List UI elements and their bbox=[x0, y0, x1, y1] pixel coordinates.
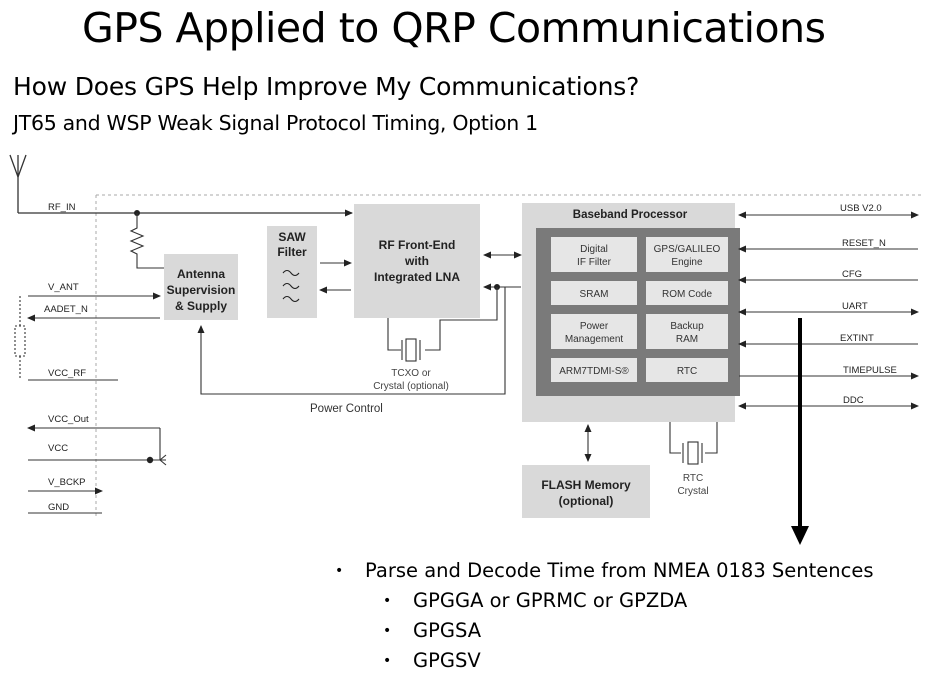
backup-ram-label-1: Backup bbox=[670, 321, 704, 332]
digital-if-filter-block bbox=[551, 237, 637, 272]
rtc-block bbox=[646, 358, 728, 382]
rtc-crystal-symbol bbox=[669, 422, 718, 465]
pin-gnd: GND bbox=[48, 502, 69, 513]
flash-label-1: FLASH Memory bbox=[541, 478, 631, 492]
rtc-label: RTC bbox=[677, 366, 697, 377]
pin-v-bckp: V_BCKP bbox=[48, 477, 86, 488]
module-outline bbox=[95, 194, 924, 516]
arm-label: ARM7TDMI-S® bbox=[559, 366, 629, 377]
flash-label-2: (optional) bbox=[559, 494, 614, 508]
bullet-sub: • GPGSA bbox=[335, 616, 874, 646]
pin-vcc-rf: VCC_RF bbox=[48, 368, 86, 379]
bullet-sub-text-3: GPGSV bbox=[413, 649, 481, 672]
slide-subtitle: How Does GPS Help Improve My Communicati… bbox=[13, 72, 640, 101]
pin-rf-in: RF_IN bbox=[48, 202, 76, 213]
bullet-sub-text-1: GPGGA or GPRMC or GPZDA bbox=[413, 589, 688, 612]
pin-reset-n: RESET_N bbox=[842, 238, 886, 249]
gps-galileo-label-2: Engine bbox=[671, 257, 703, 268]
antenna-supervision-label-2: Supervision bbox=[167, 283, 236, 297]
arm-core-block bbox=[551, 358, 637, 382]
backup-ram-label-2: RAM bbox=[676, 334, 698, 345]
pin-timepulse: TIMEPULSE bbox=[843, 365, 897, 376]
bullet-sub: • GPGSV bbox=[335, 646, 874, 676]
antenna-supervision-label-1: Antenna bbox=[177, 267, 225, 281]
bullet-main: • Parse and Decode Time from NMEA 0183 S… bbox=[335, 556, 874, 586]
saw-filter-block bbox=[267, 226, 317, 318]
pin-extint: EXTINT bbox=[840, 333, 874, 344]
bullet-sub-text-2: GPGSA bbox=[413, 619, 482, 642]
digital-if-label-2: IF Filter bbox=[577, 257, 612, 268]
slide-title: GPS Applied to QRP Communications bbox=[82, 4, 826, 52]
saw-filter-icon bbox=[282, 269, 300, 303]
rom-code-label: ROM Code bbox=[662, 289, 712, 300]
rtc-crystal-label-1: RTC bbox=[683, 473, 703, 484]
pin-uart: UART bbox=[842, 301, 868, 312]
gps-galileo-label-1: GPS/GALILEO bbox=[654, 244, 721, 255]
bullet-dot: • bbox=[335, 563, 344, 579]
pin-usb: USB V2.0 bbox=[840, 203, 882, 214]
tcxo-label-1: TCXO or bbox=[391, 368, 431, 379]
bullet-dot: • bbox=[383, 593, 392, 609]
power-control-label: Power Control bbox=[310, 403, 383, 415]
power-mgmt-label-1: Power bbox=[580, 321, 609, 332]
antenna-supervision-block bbox=[164, 254, 238, 320]
rom-code-block bbox=[646, 281, 728, 305]
rf-frontend-label-3: Integrated LNA bbox=[374, 270, 460, 284]
backup-ram-block bbox=[646, 314, 728, 349]
pin-aadet-n: AADET_N bbox=[44, 304, 88, 315]
flash-memory-block bbox=[522, 465, 650, 518]
tcxo-label-2: Crystal (optional) bbox=[373, 381, 449, 392]
pin-v-ant: V_ANT bbox=[48, 282, 79, 293]
antenna-icon bbox=[9, 154, 27, 213]
saw-label-1: SAW bbox=[278, 230, 306, 244]
slide-section-heading: JT65 and WSP Weak Signal Protocol Timing… bbox=[13, 111, 538, 135]
pin-vcc: VCC bbox=[48, 443, 68, 454]
pin-cfg: CFG bbox=[842, 269, 862, 280]
baseband-title: Baseband Processor bbox=[573, 209, 688, 221]
rf-frontend-block bbox=[354, 204, 480, 318]
saw-label-2: Filter bbox=[277, 245, 307, 259]
bullet-dot: • bbox=[383, 653, 392, 669]
digital-if-label-1: Digital bbox=[580, 244, 608, 255]
bullet-list: • Parse and Decode Time from NMEA 0183 S… bbox=[335, 556, 874, 676]
gps-galileo-engine-block bbox=[646, 237, 728, 272]
sram-label: SRAM bbox=[580, 289, 609, 300]
rtc-crystal-label-2: Crystal bbox=[677, 486, 708, 497]
antenna-supervision-label-3: & Supply bbox=[175, 299, 227, 313]
bullet-sub: • GPGGA or GPRMC or GPZDA bbox=[335, 586, 874, 616]
sram-block bbox=[551, 281, 637, 305]
power-management-block bbox=[551, 314, 637, 349]
bullet-dot: • bbox=[383, 623, 392, 639]
pin-vcc-out: VCC_Out bbox=[48, 414, 89, 425]
tcxo-crystal-symbol bbox=[387, 287, 498, 362]
pin-ddc: DDC bbox=[843, 395, 864, 406]
rf-frontend-label-1: RF Front-End bbox=[379, 238, 456, 252]
bullet-main-text: Parse and Decode Time from NMEA 0183 Sen… bbox=[365, 559, 874, 582]
power-mgmt-label-2: Management bbox=[565, 334, 624, 345]
rf-frontend-label-2: with bbox=[404, 254, 429, 268]
